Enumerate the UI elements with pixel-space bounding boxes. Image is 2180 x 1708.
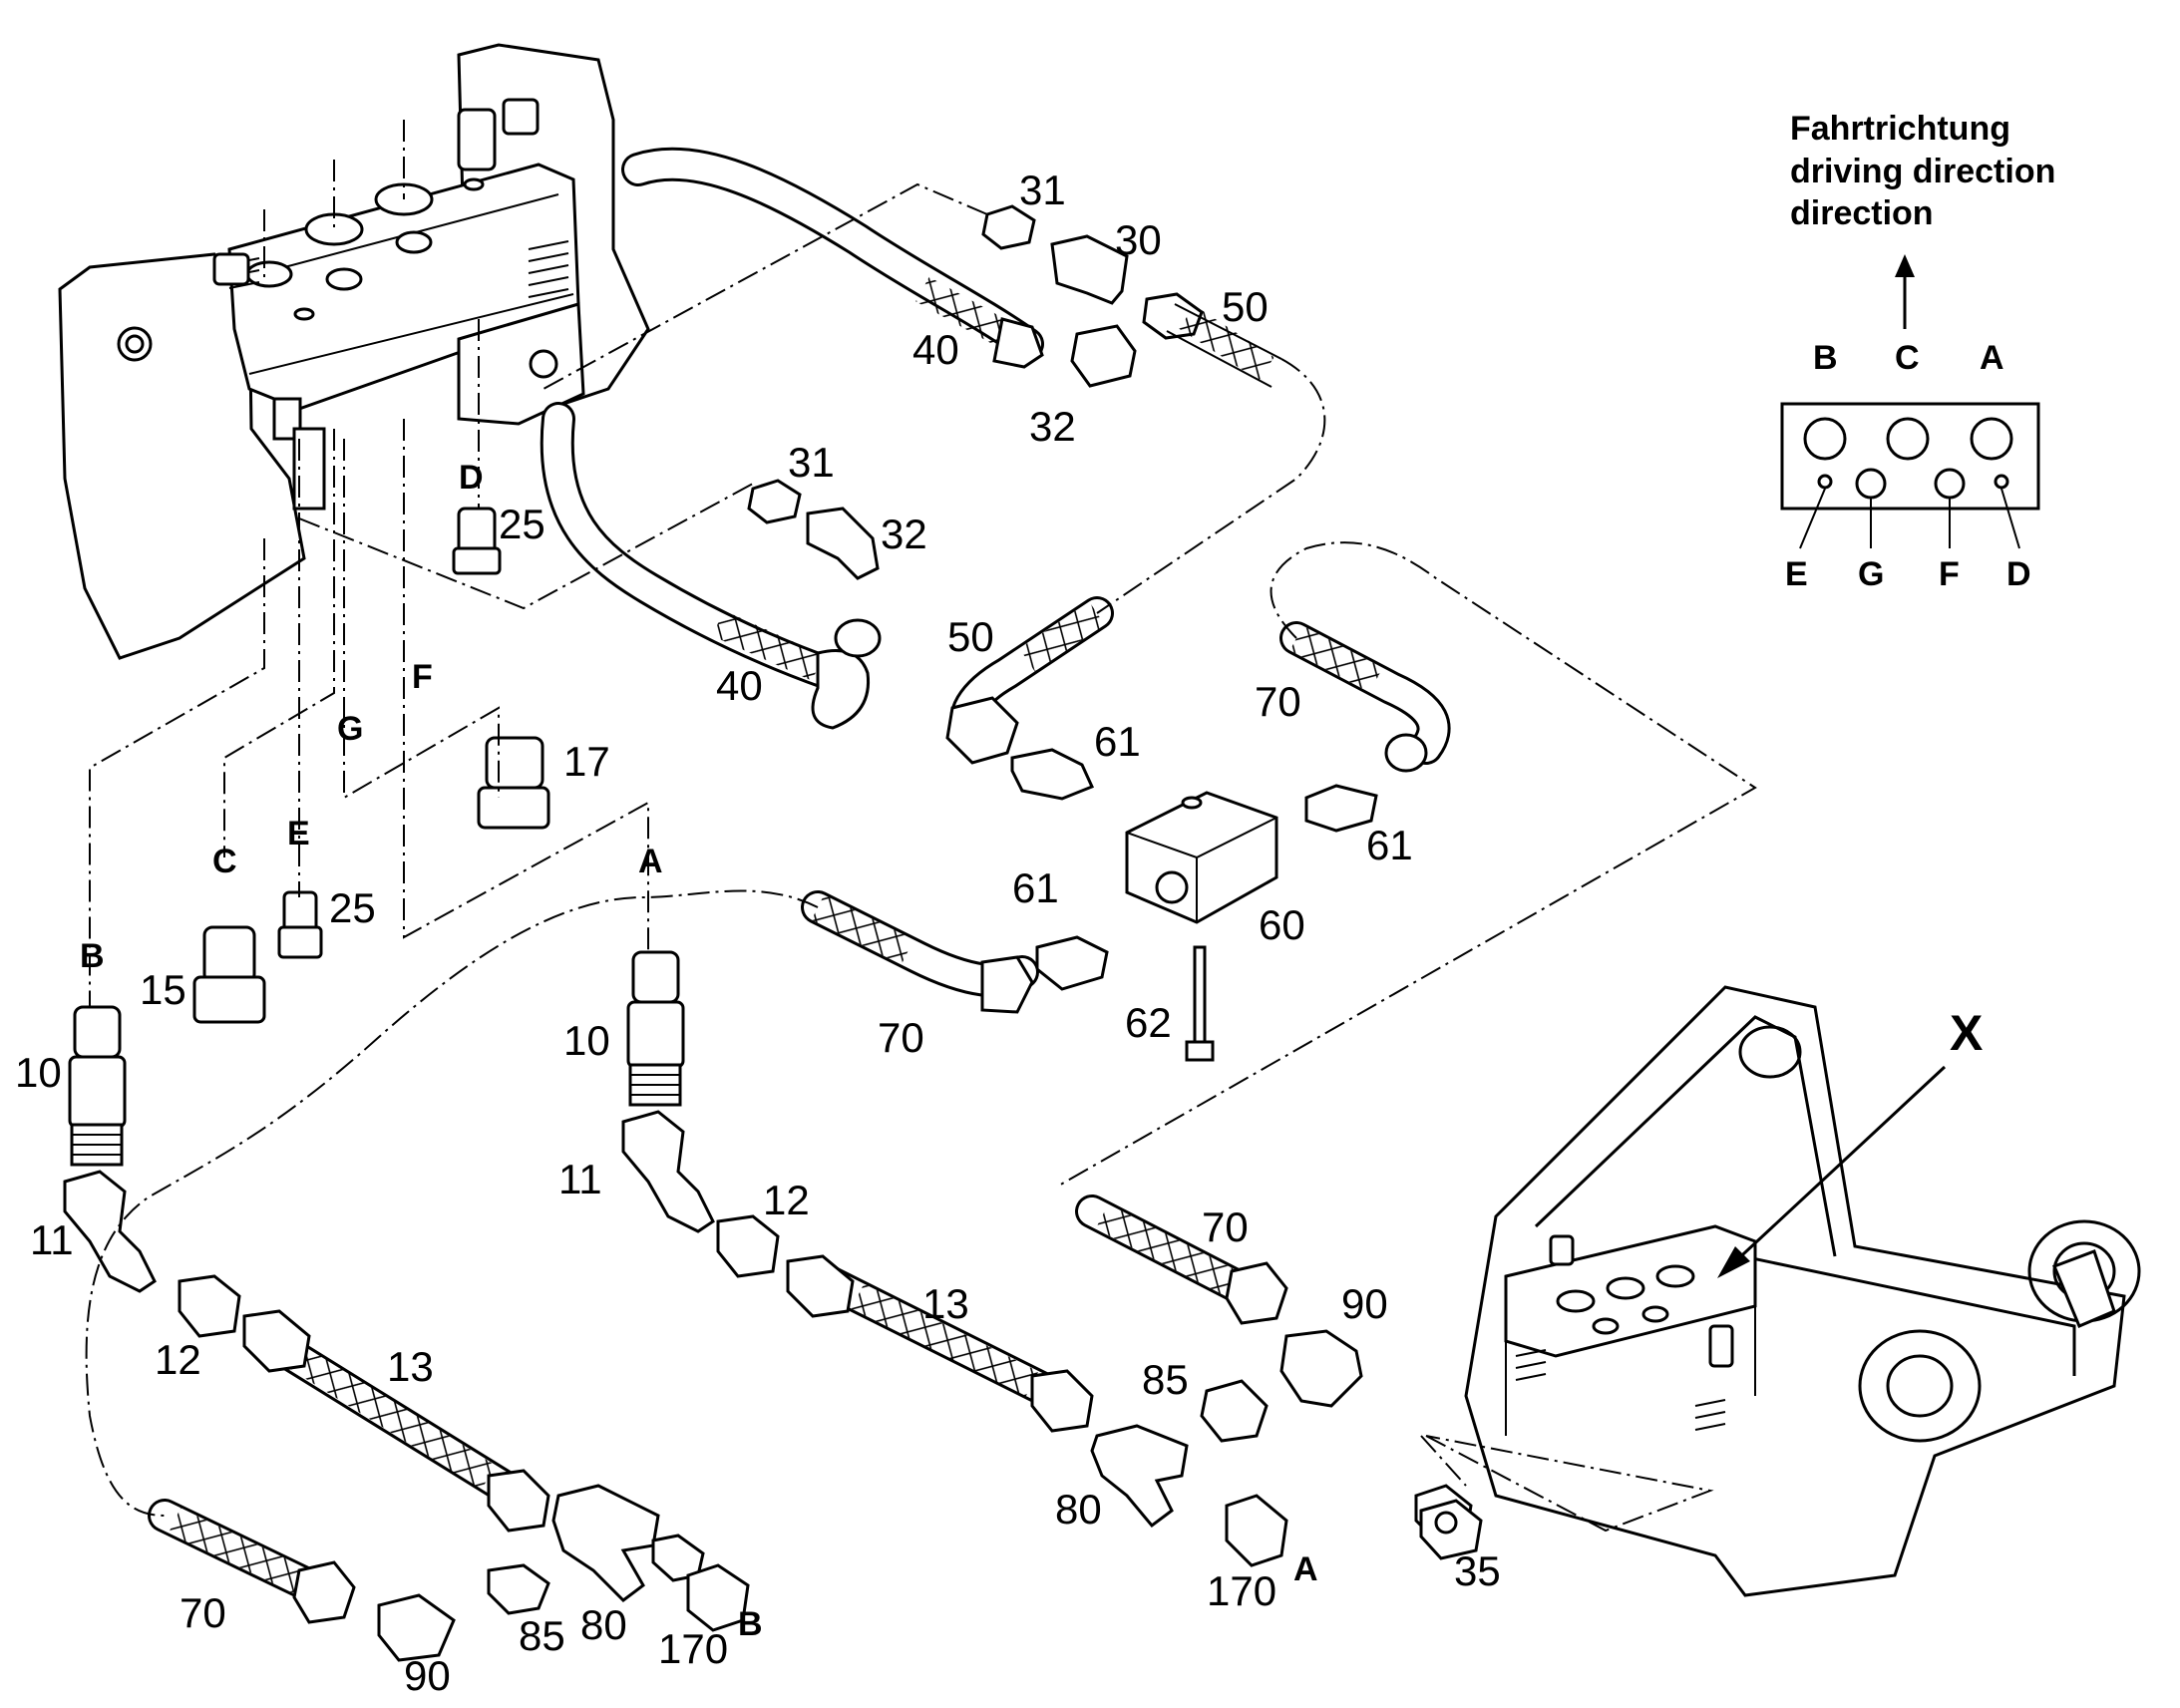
legend-port-a: A (1980, 339, 2004, 377)
label-70-middle: 70 (878, 1014, 924, 1061)
legend-port-d: D (2006, 555, 2031, 593)
hose-40-upper (621, 147, 1044, 369)
label-62: 62 (1125, 999, 1172, 1046)
label-12-left: 12 (155, 1336, 201, 1383)
label-61-left: 61 (1012, 864, 1059, 911)
label-13-right: 13 (922, 1280, 969, 1327)
legend-port-e: E (1785, 555, 1808, 593)
detail-arrow (1717, 1065, 1947, 1278)
label-32-top: 32 (1029, 403, 1076, 450)
port-letter-b: B (80, 937, 105, 975)
label-170-b: 170 (658, 1625, 728, 1672)
label-170-b-port: B (738, 1605, 763, 1643)
fittings-top (747, 204, 1282, 580)
label-61-right: 61 (1366, 822, 1413, 868)
legend-port-b: B (1813, 339, 1838, 377)
port-letter-g: G (337, 710, 363, 748)
label-70-bottom-left: 70 (180, 1589, 226, 1636)
label-15: 15 (140, 966, 186, 1013)
port-letter-a: A (638, 843, 663, 880)
hose-50-lower (945, 596, 1114, 765)
label-40-top: 40 (912, 326, 959, 373)
label-85-right: 85 (1142, 1356, 1189, 1403)
hose-40-lower (540, 402, 882, 730)
label-61-top: 61 (1094, 718, 1141, 765)
legend-port-f: F (1939, 555, 1960, 593)
label-11-right: 11 (558, 1156, 602, 1202)
label-50-top: 50 (1222, 283, 1269, 330)
label-31-top: 31 (1019, 167, 1066, 213)
port-letters: D F G E C B A (80, 459, 663, 975)
label-90-right: 90 (1341, 1280, 1388, 1327)
coupler-assembly (58, 43, 650, 660)
left-chain (63, 1005, 550, 1533)
right-chain (621, 950, 1473, 1567)
part-labels: 10 10 11 11 12 12 13 13 15 17 25 25 30 3… (15, 167, 1501, 1699)
label-17: 17 (563, 738, 610, 785)
port-layout-legend: Fahrtrichtung driving direction directio… (1780, 110, 2055, 593)
label-32-middle: 32 (881, 511, 927, 557)
hose-70-middle (801, 890, 1039, 1014)
label-170-a-port: A (1293, 1550, 1318, 1588)
label-10-right: 10 (563, 1017, 610, 1064)
label-80-right: 80 (1055, 1486, 1102, 1533)
distribution-block-60 (1010, 748, 1378, 1062)
label-11-left: 11 (30, 1216, 74, 1263)
port-letter-d: D (459, 459, 484, 497)
connection-lines (85, 182, 1757, 1533)
detail-marker-x: X (1950, 1005, 1983, 1061)
label-40-bottom: 40 (716, 662, 763, 709)
port-letter-c: C (212, 843, 237, 880)
label-70-lower-right: 70 (1202, 1203, 1249, 1250)
port-letter-e: E (287, 815, 310, 853)
label-25-top: 25 (499, 501, 545, 547)
legend-port-c: C (1895, 339, 1920, 377)
label-70-top-right: 70 (1255, 678, 1301, 725)
hose-70-right (1279, 621, 1451, 773)
machine-detail-view (1419, 985, 2141, 1597)
legend-port-g: G (1858, 555, 1884, 593)
label-12-right: 12 (763, 1177, 810, 1223)
label-80-left: 80 (580, 1601, 627, 1648)
label-60: 60 (1259, 901, 1305, 948)
label-10-left: 10 (15, 1049, 62, 1096)
legend-title-fr: direction (1790, 194, 1934, 232)
port-letter-f: F (412, 658, 433, 696)
label-85-left: 85 (519, 1612, 565, 1659)
label-30: 30 (1115, 216, 1162, 263)
label-90-left: 90 (404, 1652, 451, 1699)
label-35: 35 (1454, 1547, 1501, 1594)
label-25-bottom: 25 (329, 884, 376, 931)
tee-lower-left (148, 1484, 750, 1662)
label-13-left: 13 (387, 1343, 434, 1390)
legend-title-en: driving direction (1790, 153, 2055, 190)
label-170-a: 170 (1207, 1567, 1276, 1614)
label-50-bottom: 50 (947, 613, 994, 660)
plugs (192, 507, 550, 1024)
legend-title-de: Fahrtrichtung (1790, 110, 2010, 148)
label-31-middle: 31 (788, 439, 835, 486)
